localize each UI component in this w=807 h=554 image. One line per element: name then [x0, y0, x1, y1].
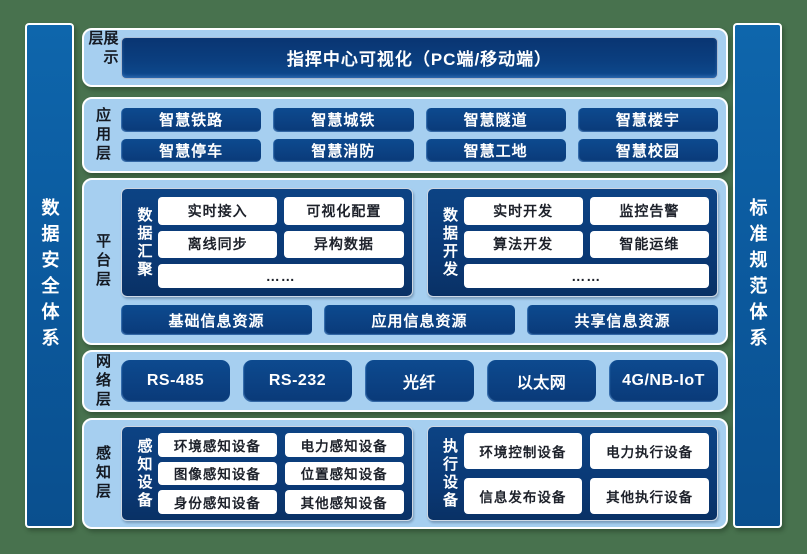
network-button-rs232: RS-232: [243, 360, 352, 402]
standards-pillar-label: 标准规范体系: [747, 197, 768, 354]
chip-realtime-access: 实时接入: [158, 197, 278, 225]
network-button-4g-nbiot: 4G/NB-IoT: [609, 360, 718, 402]
chip-environment-sensing: 环境感知设备: [158, 433, 277, 457]
app-button-smart-tunnel: 智慧隧道: [425, 108, 566, 132]
app-button-smart-fire: 智慧消防: [273, 138, 414, 162]
chip-info-publishing: 信息发布设备: [463, 478, 583, 514]
display-layer-panel: 展示层 指挥中心可视化（PC端/移动端）: [82, 28, 728, 87]
network-button-ethernet: 以太网: [487, 360, 596, 402]
app-button-smart-campus: 智慧校园: [577, 138, 718, 162]
platform-layer-label-col: 平台层: [84, 180, 121, 343]
app-button-smart-parking: 智慧停车: [121, 138, 262, 162]
execution-devices-label: 执行设备: [441, 437, 458, 510]
chip-location-sensing: 位置感知设备: [284, 461, 404, 486]
network-layer-label: 网络层: [94, 352, 111, 410]
display-layer-label: 展示层: [86, 30, 119, 68]
chip-more-aggregation: ……: [158, 264, 404, 288]
app-button-smart-metro: 智慧城铁: [273, 108, 414, 132]
network-layer-panel: 网络层 RS-485 RS-232 光纤 以太网 4G/NB-IoT: [82, 350, 728, 412]
perception-layer-label-col: 感知层: [84, 420, 121, 527]
perception-layer-label: 感知层: [94, 445, 111, 502]
execution-devices-group: 执行设备 环境控制设备 电力执行设备 信息发布设备 其他执行设备: [426, 426, 718, 521]
chip-other-execution: 其他执行设备: [590, 478, 709, 514]
resource-button-app-info: 应用信息资源: [324, 305, 515, 335]
standards-pillar: 标准规范体系: [733, 23, 782, 528]
data-aggregation-group: 数据汇聚 实时接入 可视化配置 离线同步 异构数据 ……: [121, 188, 413, 297]
platform-layer-panel: 平台层 数据汇聚 实时接入 可视化配置 离线同步 异构数据 ……: [82, 178, 728, 345]
app-button-smart-site: 智慧工地: [425, 138, 566, 162]
app-button-smart-building: 智慧楼宇: [577, 108, 718, 132]
chip-visual-config: 可视化配置: [284, 197, 404, 225]
application-layer-panel: 应用层 智慧铁路 智慧城铁 智慧隧道 智慧楼宇 智慧停车 智慧消防 智慧工地 智…: [82, 97, 728, 173]
command-center-visualization-bar: 指挥中心可视化（PC端/移动端）: [121, 36, 718, 79]
network-button-rs485: RS-485: [121, 360, 230, 402]
application-layer-label: 应用层: [94, 106, 111, 164]
resource-button-shared-info: 共享信息资源: [527, 305, 718, 335]
resource-button-basic-info: 基础信息资源: [121, 305, 312, 335]
perception-devices-group: 感知设备 环境感知设备 电力感知设备 图像感知设备 位置感知设备 身份感知设备 …: [121, 426, 413, 521]
data-security-pillar: 数据安全体系: [25, 23, 74, 528]
chip-algorithm-development: 算法开发: [463, 230, 583, 259]
data-development-label: 数据开发: [441, 206, 458, 279]
platform-layer-label: 平台层: [94, 233, 111, 290]
network-layer-label-col: 网络层: [84, 352, 121, 410]
network-button-fiber: 光纤: [365, 360, 474, 402]
chip-heterogeneous-data: 异构数据: [284, 230, 404, 259]
data-aggregation-label: 数据汇聚: [135, 206, 153, 279]
chip-more-development: ……: [463, 264, 709, 288]
data-security-pillar-label: 数据安全体系: [39, 197, 60, 354]
perception-layer-panel: 感知层 感知设备 环境感知设备 电力感知设备 图像感知设备 位置感知设备 身份感…: [82, 418, 728, 529]
chip-power-execution: 电力执行设备: [590, 433, 709, 469]
chip-offline-sync: 离线同步: [158, 230, 278, 259]
chip-power-sensing: 电力感知设备: [284, 433, 404, 457]
app-button-smart-railway: 智慧铁路: [121, 108, 262, 132]
chip-identity-sensing: 身份感知设备: [158, 490, 277, 514]
chip-realtime-development: 实时开发: [463, 197, 583, 225]
chip-other-sensing: 其他感知设备: [284, 490, 404, 514]
chip-environment-control: 环境控制设备: [463, 433, 583, 469]
chip-image-sensing: 图像感知设备: [158, 461, 277, 486]
perception-devices-label: 感知设备: [135, 437, 153, 510]
data-development-group: 数据开发 实时开发 监控告警 算法开发 智能运维 ……: [426, 188, 718, 297]
display-layer-label-col: 展示层: [84, 30, 121, 85]
chip-monitoring-alerts: 监控告警: [589, 197, 709, 225]
chip-intelligent-ops: 智能运维: [589, 230, 709, 259]
application-layer-label-col: 应用层: [84, 99, 121, 171]
